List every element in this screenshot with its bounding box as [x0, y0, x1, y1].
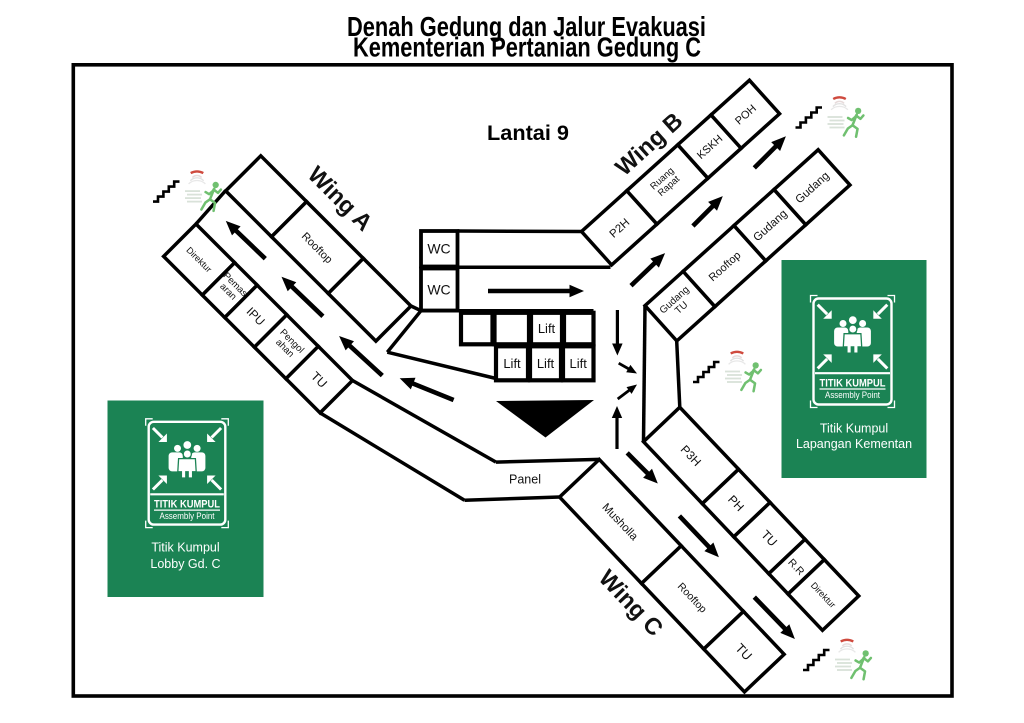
svg-text:Lift: Lift [503, 356, 521, 371]
svg-text:Lobby Gd. C: Lobby Gd. C [150, 557, 220, 571]
svg-text:Lapangan Kementan: Lapangan Kementan [796, 437, 912, 451]
svg-text:Panel: Panel [509, 472, 541, 486]
svg-text:Kementerian Pertanian Gedung C: Kementerian Pertanian Gedung C [353, 31, 701, 62]
svg-text:Assembly Point: Assembly Point [825, 390, 880, 400]
svg-text:Lift: Lift [570, 356, 588, 371]
svg-text:WC: WC [427, 241, 450, 257]
svg-text:TITIK KUMPUL: TITIK KUMPUL [820, 377, 886, 389]
svg-text:Titik Kumpul: Titik Kumpul [151, 541, 219, 555]
svg-text:Lantai 9: Lantai 9 [487, 122, 569, 145]
svg-text:Lift: Lift [537, 356, 555, 371]
svg-text:Denah Gedung dan Jalur Evakuas: Denah Gedung dan Jalur Evakuasi [347, 11, 706, 42]
svg-text:Lift: Lift [538, 321, 556, 336]
svg-text:WC: WC [427, 282, 450, 298]
svg-text:TITIK KUMPUL: TITIK KUMPUL [154, 498, 220, 510]
svg-text:Assembly Point: Assembly Point [160, 511, 215, 521]
svg-text:Titik Kumpul: Titik Kumpul [820, 422, 888, 436]
